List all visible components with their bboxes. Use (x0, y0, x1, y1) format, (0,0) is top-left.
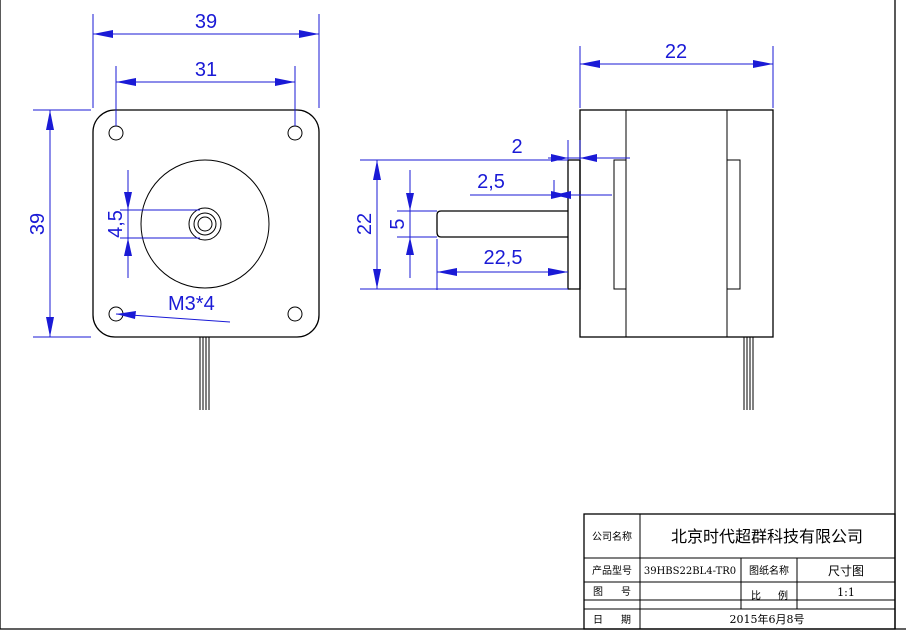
company-label: 公司名称 (592, 530, 632, 543)
shaft (436, 210, 568, 238)
front-lead-wires (199, 337, 210, 410)
mount-hole-bottom-right (287, 306, 303, 322)
body-step-left (613, 110, 627, 337)
dim-front-width: 39 (92, 11, 320, 108)
drawing-value: 尺寸图 (828, 564, 864, 578)
shaft-length-label: 22,5 (484, 247, 523, 269)
side-lead-wires (743, 337, 754, 410)
dim-front-height: 39 (27, 109, 91, 338)
drawing-label: 图纸名称 (749, 564, 789, 577)
front-view (92, 109, 320, 410)
dim-mount-holes: M3*4 (115, 293, 231, 323)
shaft-outer (188, 207, 222, 241)
dim-shaft-diameter-side: 5 (387, 170, 437, 278)
front-width-label: 39 (195, 11, 217, 33)
side-length-label: 22 (665, 41, 687, 63)
mount-hole-top-left (108, 125, 124, 141)
boss-diameter-label: 22 (354, 213, 376, 235)
front-shaft-label: 4,5 (105, 210, 127, 238)
figure-label-2: 号 (621, 586, 631, 598)
shaft-diameter-side-label: 5 (387, 218, 409, 229)
dim-boss-diameter: 22 (354, 159, 568, 290)
title-block: 公司名称 北京时代超群科技有限公司 产品型号 39HBS22BL4-TR0 图纸… (583, 513, 896, 630)
figure-label-1: 图 (593, 586, 603, 598)
dim-boss-thickness: 2 (511, 136, 630, 162)
boss-thickness-label: 2 (511, 136, 522, 158)
dim-front-hole-spacing: 31 (115, 59, 296, 126)
front-hole-spacing-label: 31 (195, 59, 217, 81)
motor-body (579, 109, 774, 338)
front-height-label: 39 (27, 213, 49, 235)
model-label: 产品型号 (592, 564, 632, 577)
model-value: 39HBS22BL4-TR0 (644, 566, 736, 577)
body-step-right (726, 110, 741, 337)
dim-shaft-length: 22,5 (436, 239, 568, 290)
side-view (436, 109, 774, 410)
dim-front-shaft: 4,5 (105, 170, 200, 278)
shaft-inner (197, 216, 213, 232)
shaft-offset-label: 2,5 (477, 171, 505, 193)
date-label-1: 日 (593, 615, 603, 626)
scale-label-2: 例 (778, 589, 788, 602)
front-boss (567, 159, 581, 290)
date-value: 2015年6月8号 (730, 612, 805, 626)
scale-value: 1:1 (837, 586, 855, 599)
company-name: 北京时代超群科技有限公司 (671, 527, 863, 546)
mount-hole-top-right (287, 125, 303, 141)
date-label-2: 期 (621, 614, 631, 626)
mount-holes-label: M3*4 (168, 293, 215, 315)
scale-label-1: 比 (751, 590, 761, 602)
dim-side-length: 22 (579, 41, 774, 108)
shaft-mid (193, 212, 217, 236)
dim-shaft-offset: 2,5 (470, 171, 612, 199)
boss-circle (140, 159, 270, 289)
